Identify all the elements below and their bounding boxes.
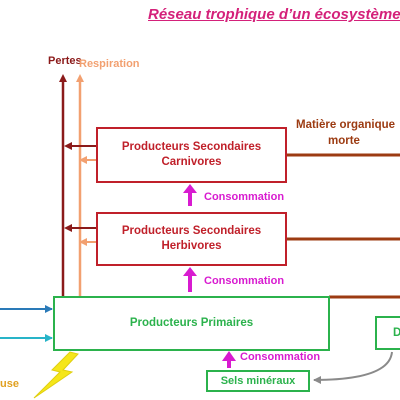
light-source-label: use xyxy=(0,378,19,390)
consommation-label-2: Consommation xyxy=(204,275,285,287)
dead-matter-label-line2: morte xyxy=(328,135,360,147)
consommation-label-1: Consommation xyxy=(204,191,285,203)
box-sels-mineraux: Sels minéraux xyxy=(206,370,310,392)
box-herbivores-line1: Producteurs Secondaires xyxy=(121,225,262,237)
respiration-label: Respiration xyxy=(79,58,140,70)
consommation-arrow-carnivores xyxy=(183,184,197,206)
box-decomposeurs: D xyxy=(375,316,400,350)
box-producteurs-primaires-label: Producteurs Primaires xyxy=(129,317,254,329)
consommation-arrow-primaires xyxy=(222,351,236,368)
box-producteurs-primaires: Producteurs Primaires xyxy=(53,296,330,351)
consommation-arrow-herbivores xyxy=(183,267,197,292)
box-carnivores-line1: Producteurs Secondaires xyxy=(121,141,262,153)
box-herbivores: Producteurs Secondaires Herbivores xyxy=(96,212,287,266)
consommation-label-3: Consommation xyxy=(240,351,321,363)
dead-matter-label-line1: Matière organique xyxy=(296,119,396,131)
box-sels-mineraux-label: Sels minéraux xyxy=(220,374,296,387)
box-carnivores-line2: Carnivores xyxy=(161,156,222,168)
box-herbivores-line2: Herbivores xyxy=(161,240,222,252)
box-carnivores: Producteurs Secondaires Carnivores xyxy=(96,127,287,183)
lightning-icon xyxy=(33,351,79,399)
pertes-label: Pertes xyxy=(48,55,82,67)
mineral-return-arrow xyxy=(313,351,393,384)
diagram-title: Réseau trophique d’un écosystème xyxy=(148,6,400,23)
box-decomposeurs-label: D xyxy=(393,326,400,339)
